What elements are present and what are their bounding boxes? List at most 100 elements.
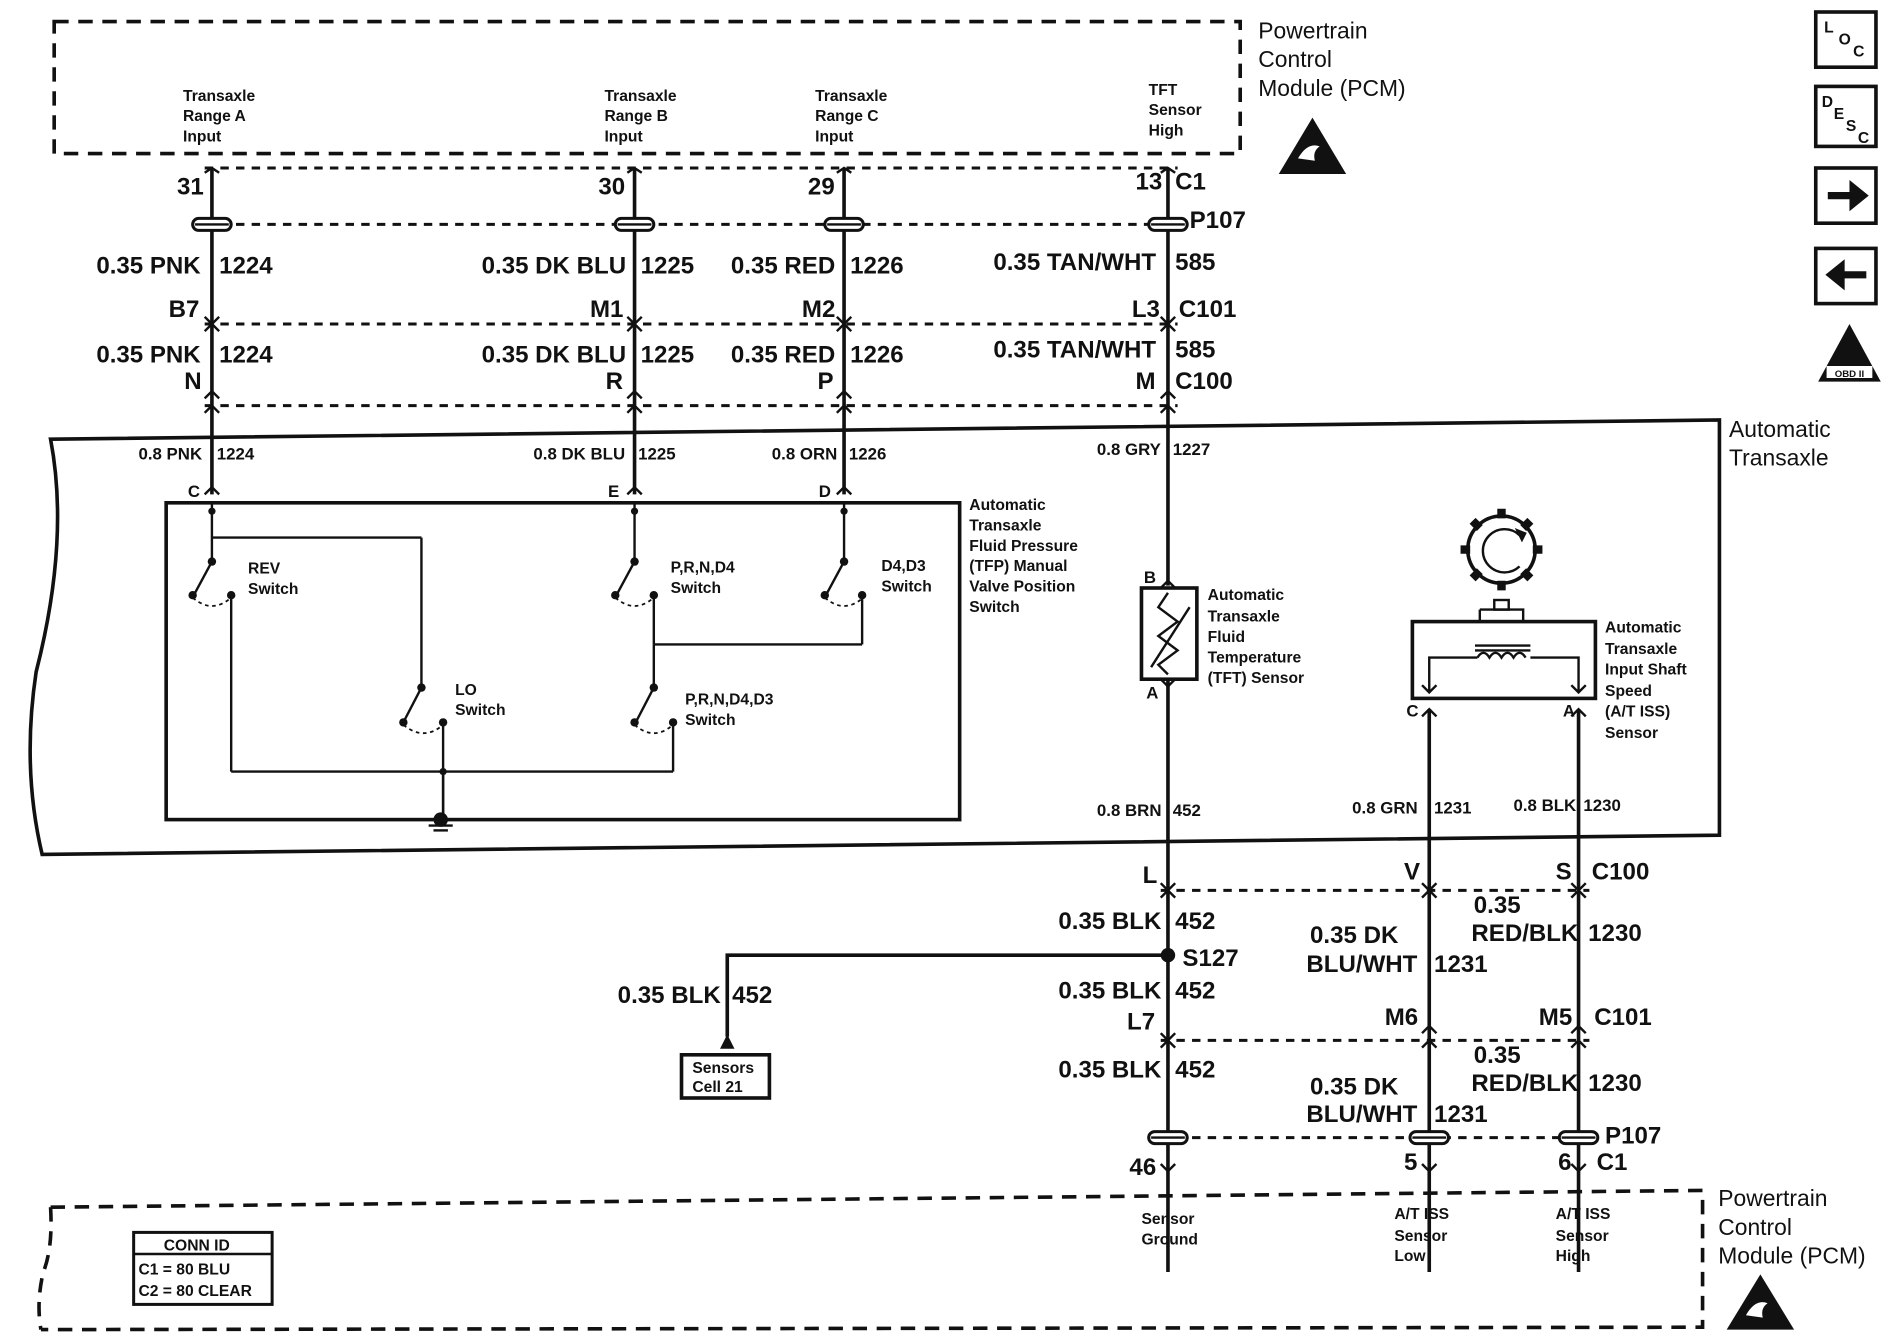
wire-a-c100-cavity: N — [184, 368, 201, 395]
tfp-label-line4: (TFP) Manual — [969, 558, 1067, 575]
pcm-bottom: Powertrain Control Module (PCM) Sensor G… — [37, 1185, 1866, 1332]
pcm-input-tft-line3: High — [1149, 123, 1184, 140]
low-lower-color-line2: BLU/WHT — [1306, 1101, 1417, 1128]
wire-b-upper-circuit: 1225 — [641, 253, 695, 280]
branch-circuit: 452 — [732, 982, 772, 1009]
pcm-input-c-line1: Transaxle — [815, 88, 887, 105]
wire-a-lower-color: 0.35 PNK — [96, 341, 201, 368]
sensors-cell-ref[interactable] — [679, 1052, 772, 1100]
arrow-left-icon — [1825, 259, 1867, 291]
pcm-output-ground-line2: Ground — [1141, 1231, 1197, 1248]
tfp-label-line2: Transaxle — [969, 517, 1041, 534]
ground-middle-color: 0.35 BLK — [1058, 977, 1162, 1004]
top-wires: 31 0.35 PNK 1224 B7 0.35 PNK 1224 N 30 0… — [96, 166, 1246, 586]
sensors-cell-line2: Cell 21 — [692, 1079, 743, 1096]
pcm-input-b-line1: Transaxle — [604, 88, 676, 105]
lo-switch-line2: Switch — [455, 702, 505, 719]
desc-letter-s: S — [1846, 118, 1856, 135]
prnd4-switch-line1: P,R,N,D4 — [671, 559, 735, 576]
iss-label-line1: Automatic — [1605, 619, 1682, 636]
prnd4-switch-line2: Switch — [671, 580, 721, 597]
wire-dkblu-circuit: 1225 — [638, 445, 675, 464]
transaxle-outline — [28, 418, 1722, 857]
low-lower-color-line1: 0.35 DK — [1310, 1073, 1399, 1100]
prnd4d3-switch-line2: Switch — [685, 712, 735, 729]
pcm-top-title-line3: Module (PCM) — [1258, 75, 1405, 101]
iss-pin-c: C — [1406, 701, 1418, 720]
pcm-input-c-line3: Input — [815, 129, 853, 146]
wire-d-lower-circuit: 585 — [1175, 337, 1215, 364]
wire-orn-circuit: 1226 — [849, 445, 886, 464]
rev-switch-line1: REV — [248, 561, 281, 578]
loc-letter-o: O — [1839, 31, 1851, 48]
sensors-cell-line1: Sensors — [692, 1060, 754, 1077]
tfp-label-line6: Switch — [969, 599, 1019, 616]
d4d3-switch-line1: D4,D3 — [881, 558, 926, 575]
pcm-input-b-line3: Input — [604, 129, 642, 146]
ground-pin: 46 — [1129, 1154, 1156, 1181]
wire-blk-color: 0.8 BLK — [1514, 796, 1577, 815]
wire-grn-circuit: 1231 — [1434, 799, 1471, 818]
conn-id-row-2: C2 = 80 CLEAR — [138, 1283, 251, 1300]
wire-d-c101-cavity: L3 — [1132, 296, 1160, 323]
pcm-bottom-title-line3: Module (PCM) — [1718, 1243, 1865, 1269]
pcm-output-low-line2: Sensor — [1394, 1228, 1447, 1245]
tfp-internal-circuit: REV Switch LO Switch P,R,N,D4 Switch — [188, 502, 932, 820]
low-c100-cavity: V — [1404, 859, 1420, 886]
rev-switch-line2: Switch — [248, 581, 298, 598]
obd2-button[interactable]: OBD II — [1818, 324, 1881, 382]
iss-label-line4: Speed — [1605, 683, 1652, 700]
wire-a-lower-circuit: 1224 — [219, 341, 273, 368]
high-lower-circuit: 1230 — [1588, 1070, 1642, 1097]
ground-lower-color: 0.35 BLK — [1058, 1057, 1162, 1084]
wire-c-upper-circuit: 1226 — [850, 253, 904, 280]
terminal-c-tfp: C — [188, 482, 200, 501]
ground-lower-circuit: 452 — [1175, 1057, 1215, 1084]
arrow-right-icon — [1827, 180, 1869, 212]
tft-label-line3: Fluid — [1208, 629, 1245, 646]
iss-sensor-body — [1410, 619, 1598, 701]
connector-p107-top: P107 — [1190, 207, 1246, 234]
tft-sensor: B A Automatic Transaxle Fluid Temperatur… — [1139, 568, 1304, 702]
pcm-input-tft-line1: TFT — [1149, 82, 1178, 99]
ground-upper-circuit: 452 — [1175, 908, 1215, 935]
ground-c101-cavity: L7 — [1127, 1009, 1155, 1036]
desc-letter-c: C — [1858, 130, 1869, 147]
wire-a-upper-color: 0.35 PNK — [96, 253, 201, 280]
wire-a-upper-circuit: 1224 — [219, 253, 273, 280]
wire-b-c101-cavity: M1 — [590, 296, 623, 323]
esd-warning-icon — [1726, 1274, 1795, 1330]
wire-brn-circuit: 452 — [1173, 801, 1201, 820]
wire-gry-circuit: 1227 — [1173, 440, 1210, 459]
pcm-input-a-line1: Transaxle — [183, 88, 255, 105]
lo-switch-line1: LO — [455, 682, 477, 699]
connector-c100-top: C100 — [1175, 368, 1233, 395]
ground-icon — [428, 812, 453, 832]
tft-pin-a: A — [1146, 683, 1158, 702]
tft-label-line2: Transaxle — [1208, 609, 1280, 626]
location-button[interactable]: L O C — [1813, 10, 1878, 69]
pcm-input-b-line2: Range B — [604, 108, 667, 125]
wire-b-lower-circuit: 1225 — [641, 341, 695, 368]
pcm-bottom-title-line1: Powertrain — [1718, 1185, 1827, 1211]
wire-blk-circuit: 1230 — [1583, 796, 1620, 815]
wire-grn-color: 0.8 GRN — [1352, 799, 1418, 818]
connector-c1-top: C1 — [1175, 169, 1206, 196]
description-button[interactable]: D E S C — [1813, 84, 1878, 149]
conn-id-table: CONN ID C1 = 80 BLU C2 = 80 CLEAR — [132, 1230, 274, 1306]
tfp-label-line3: Fluid Pressure — [969, 538, 1078, 555]
prnd4d3-switch-line1: P,R,N,D4,D3 — [685, 691, 774, 708]
previous-page-button[interactable] — [1813, 246, 1878, 306]
low-upper-color-line2: BLU/WHT — [1306, 951, 1417, 978]
terminal-d-tfp: D — [819, 482, 831, 501]
conn-id-title: CONN ID — [164, 1237, 230, 1254]
high-lower-color-line1: 0.35 — [1474, 1042, 1521, 1069]
tft-pin-b: B — [1144, 568, 1156, 587]
wire-orn-color: 0.8 ORN — [772, 445, 838, 464]
iss-label-line6: Sensor — [1605, 725, 1658, 742]
wire-brn-color: 0.8 BRN — [1097, 801, 1162, 820]
next-page-button[interactable] — [1813, 166, 1878, 225]
terminal-e-tfp: E — [608, 482, 619, 501]
wire-c-c100-cavity: P — [818, 368, 834, 395]
